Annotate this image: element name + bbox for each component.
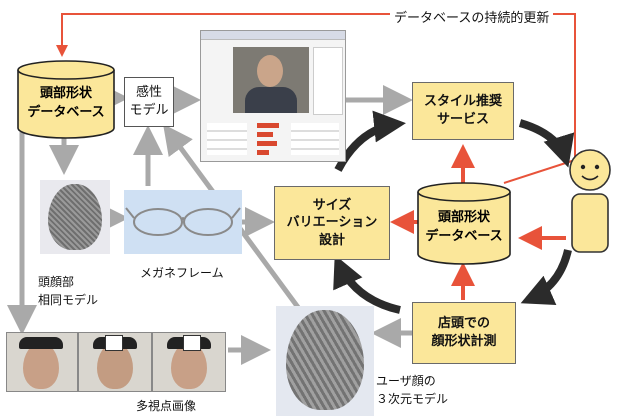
size-variation-line3: 設計 — [318, 232, 345, 248]
multiview-label: 多視点画像 — [136, 399, 197, 413]
size-variation-line1: サイズ — [312, 197, 352, 213]
head-model-label: 頭顔部 相同モデル — [38, 273, 98, 309]
user-face-label: ユーザ顔の ３次元モデル — [376, 372, 448, 408]
head-shape-database-center — [417, 182, 511, 265]
kansei-model-box: 感性 モデル — [124, 77, 174, 127]
kansei-model-line2: モデル — [129, 103, 169, 118]
db-left-line1: 頭部形状 — [39, 86, 92, 102]
glasses-frame-image — [124, 190, 242, 254]
head-model-label-line2: 相同モデル — [38, 293, 99, 307]
multiview-photo-2 — [78, 332, 152, 392]
screenshot-bar-2 — [257, 132, 273, 137]
db-center-line1: 頭部形状 — [437, 210, 490, 226]
size-variation-line2: バリエーション — [286, 215, 378, 231]
screenshot-bar-3 — [257, 141, 277, 146]
multiview-photo-3 — [152, 332, 226, 392]
db-left-label: 頭部形状 データベース — [16, 78, 116, 130]
head-model-label-line1: 頭顔部 — [38, 275, 75, 289]
user-face-3d-model-image — [276, 306, 374, 416]
loop-arc-right-bottom — [520, 249, 572, 306]
store-measure-line1: 店頭での — [437, 316, 490, 332]
loop-arc-top — [334, 110, 406, 172]
style-app-screenshot — [200, 30, 346, 162]
size-variation-box: サイズ バリエーション 設計 — [274, 186, 390, 260]
multiview-photo-1 — [6, 332, 78, 392]
screenshot-labels — [207, 123, 247, 155]
homologous-head-model-image — [40, 180, 110, 254]
loop-arc-bottom — [333, 254, 401, 314]
store-measure-line2: 顔形状計測 — [431, 334, 497, 349]
db-center-line2: データベース — [425, 229, 503, 244]
kansei-model-line1: 感性 — [135, 84, 162, 100]
loop-arc-right-top — [518, 119, 575, 168]
screenshot-frame-list — [313, 47, 343, 115]
user-face-label-line1: ユーザ顔の — [376, 374, 436, 388]
screenshot-controls — [291, 123, 339, 155]
update-loop-label: データベースの持続的更新 — [390, 9, 554, 29]
screenshot-titlebar — [201, 31, 345, 40]
style-recommend-line1: スタイル推奨 — [423, 94, 502, 110]
user-face-label-line2: ３次元モデル — [376, 392, 449, 406]
style-recommend-line2: サービス — [436, 112, 489, 127]
screenshot-portrait — [233, 47, 309, 113]
user-figure-icon — [569, 149, 611, 253]
db-left-line2: データベース — [27, 105, 105, 120]
update-loop-arrow — [56, 13, 576, 184]
db-center-label: 頭部形状 データベース — [416, 200, 512, 256]
glasses-frame-label: メガネフレーム — [140, 266, 224, 280]
screenshot-bar-1 — [257, 123, 279, 128]
head-shape-database-left — [17, 60, 115, 139]
screenshot-bar-4 — [257, 150, 269, 155]
style-recommendation-box: スタイル推奨 サービス — [412, 82, 514, 140]
store-measurement-box: 店頭での 顔形状計測 — [412, 302, 516, 364]
